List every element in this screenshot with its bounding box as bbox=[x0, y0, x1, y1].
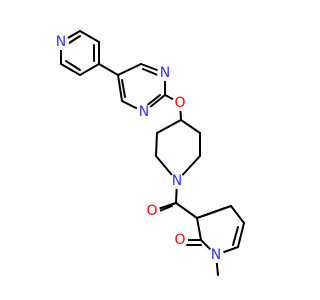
atom-o-pyridinone: O bbox=[172, 232, 188, 248]
atom-n-pyridinone-label: N bbox=[211, 247, 221, 263]
bond-line bbox=[156, 119, 182, 134]
bond-line bbox=[117, 63, 142, 76]
atom-n-pyrimidine-bottom-label: N bbox=[139, 104, 149, 120]
bond-line bbox=[180, 119, 201, 134]
bond-line bbox=[175, 202, 198, 219]
bond-line bbox=[202, 207, 226, 217]
atom-n-pyrimidine-top-label: N bbox=[160, 65, 170, 81]
molecule-structure-diagram: N N N O N O O N bbox=[53, 30, 245, 276]
bond-line bbox=[79, 30, 100, 43]
atom-n-pyrimidine-bottom: N bbox=[136, 104, 152, 120]
atom-n-pyridine-label: N bbox=[56, 34, 66, 50]
bond-line bbox=[121, 79, 126, 98]
bond-line bbox=[98, 63, 119, 76]
bond-line bbox=[232, 226, 239, 246]
atom-o-pyridinone-label: O bbox=[174, 232, 185, 248]
bond-lines bbox=[60, 30, 245, 276]
bond-line bbox=[142, 68, 161, 77]
atom-n-piperidine-label: N bbox=[172, 173, 182, 189]
atom-n-pyridine: N bbox=[53, 34, 69, 50]
bond-line bbox=[155, 132, 158, 157]
atom-n-piperidine: N bbox=[169, 173, 185, 189]
atom-o-ether: O bbox=[172, 95, 188, 111]
bond-line bbox=[60, 63, 81, 76]
bond-line bbox=[65, 60, 81, 71]
atom-o-carbonyl: O bbox=[144, 203, 160, 219]
bond-line bbox=[196, 217, 202, 241]
bond-line bbox=[79, 63, 100, 76]
atom-n-pyridinone: N bbox=[208, 247, 224, 263]
atom-labels: N N N O N O O N bbox=[53, 34, 224, 263]
atom-o-carbonyl-label: O bbox=[146, 203, 157, 219]
atom-o-ether-label: O bbox=[174, 95, 185, 111]
atom-n-pyrimidine-top: N bbox=[157, 65, 173, 81]
bond-line bbox=[230, 205, 245, 224]
bond-line bbox=[117, 74, 123, 102]
bond-line bbox=[237, 222, 245, 248]
